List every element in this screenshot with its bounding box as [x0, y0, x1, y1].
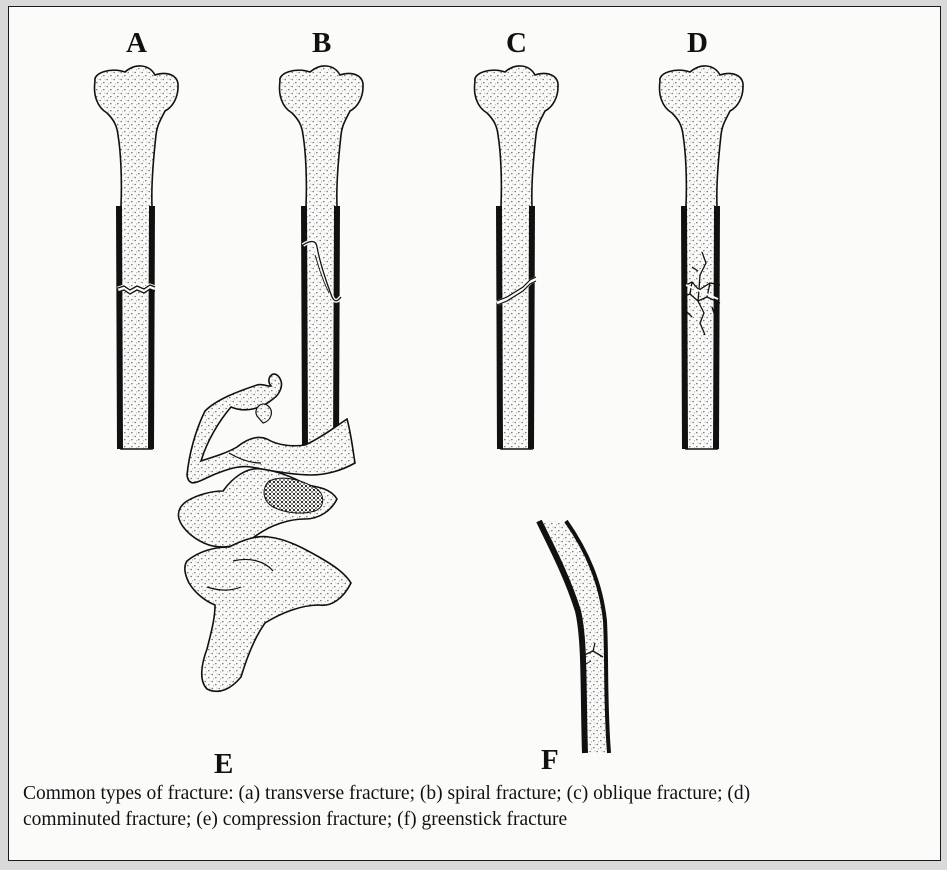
bone-a-transverse	[95, 66, 179, 449]
label-a: A	[126, 27, 147, 59]
fracture-illustrations: A B C D E F	[9, 7, 941, 777]
caption-line-1: Common types of fracture: (a) transverse…	[23, 781, 938, 807]
fracture-figure: A B C D E F Common types of fracture: (a…	[8, 6, 941, 861]
bone-c-oblique	[475, 66, 559, 449]
label-c: C	[506, 27, 527, 59]
bone-b-spiral	[280, 66, 364, 449]
bone-d-comminuted	[660, 66, 744, 449]
label-b: B	[312, 27, 331, 59]
label-e: E	[214, 748, 233, 777]
label-f: F	[541, 744, 559, 776]
figure-caption: Common types of fracture: (a) transverse…	[23, 781, 938, 833]
bone-f-greenstick	[539, 521, 609, 753]
caption-line-2: comminuted fracture; (e) compression fra…	[23, 807, 938, 833]
label-d: D	[687, 27, 708, 59]
